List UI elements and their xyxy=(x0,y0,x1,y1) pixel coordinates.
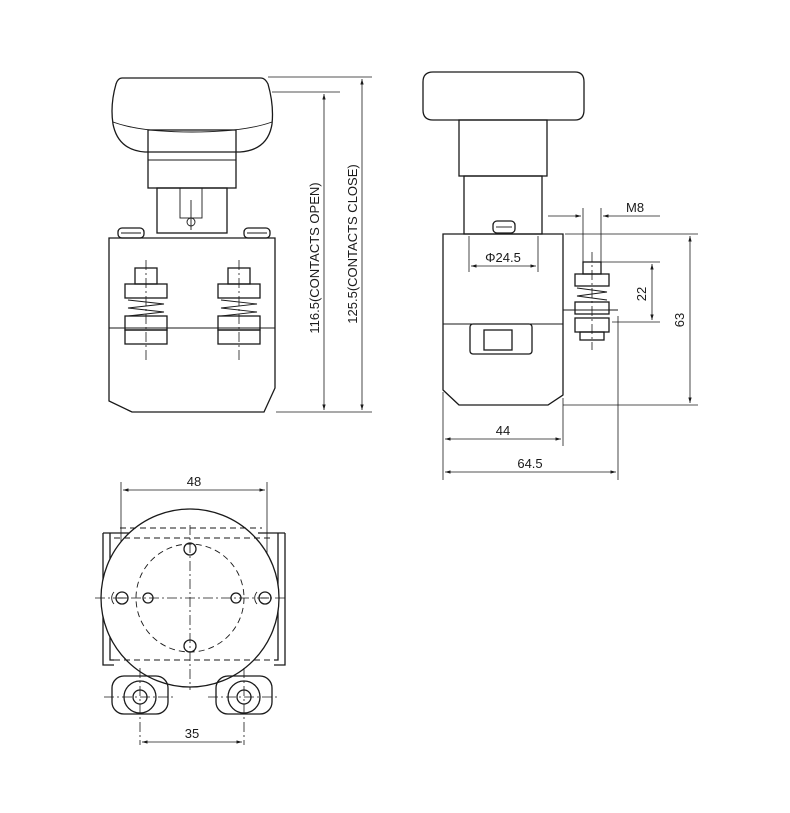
front-knob xyxy=(111,77,274,153)
side-view: M8 Φ24.5 22 63 44 64.5 xyxy=(422,71,698,480)
top-terminal-left xyxy=(104,668,176,745)
dim-label-thread: M8 xyxy=(626,200,644,215)
front-body xyxy=(108,237,276,413)
dim-label-terminal-spacing: 22 xyxy=(634,287,649,301)
top-terminal-right xyxy=(208,668,280,745)
top-screw-left xyxy=(115,591,129,605)
side-stem xyxy=(458,119,548,177)
front-terminal-right xyxy=(217,260,261,360)
side-knob xyxy=(422,71,585,121)
dim-label-depth-total: 64.5 xyxy=(517,456,542,471)
dim-label-height-open: 116.5(CONTACTS OPEN) xyxy=(307,182,322,333)
front-stem xyxy=(147,129,237,189)
dim-label-body-height: 63 xyxy=(672,313,687,327)
side-terminal-stud xyxy=(563,252,618,350)
top-view: 48 xyxy=(95,474,288,745)
dim-label-terminal-pitch: 35 xyxy=(185,726,199,741)
front-terminal-left xyxy=(124,260,168,360)
front-view: 116.5(CONTACTS OPEN) 125.5(CONTACTS CLOS… xyxy=(108,76,372,413)
dim-label-width: 48 xyxy=(187,474,201,489)
dim-label-diameter: Φ24.5 xyxy=(485,250,521,265)
dim-label-height-close: 125.5(CONTACTS CLOSE) xyxy=(345,164,360,323)
dim-label-depth-body: 44 xyxy=(496,423,510,438)
top-screw-right xyxy=(258,591,272,605)
